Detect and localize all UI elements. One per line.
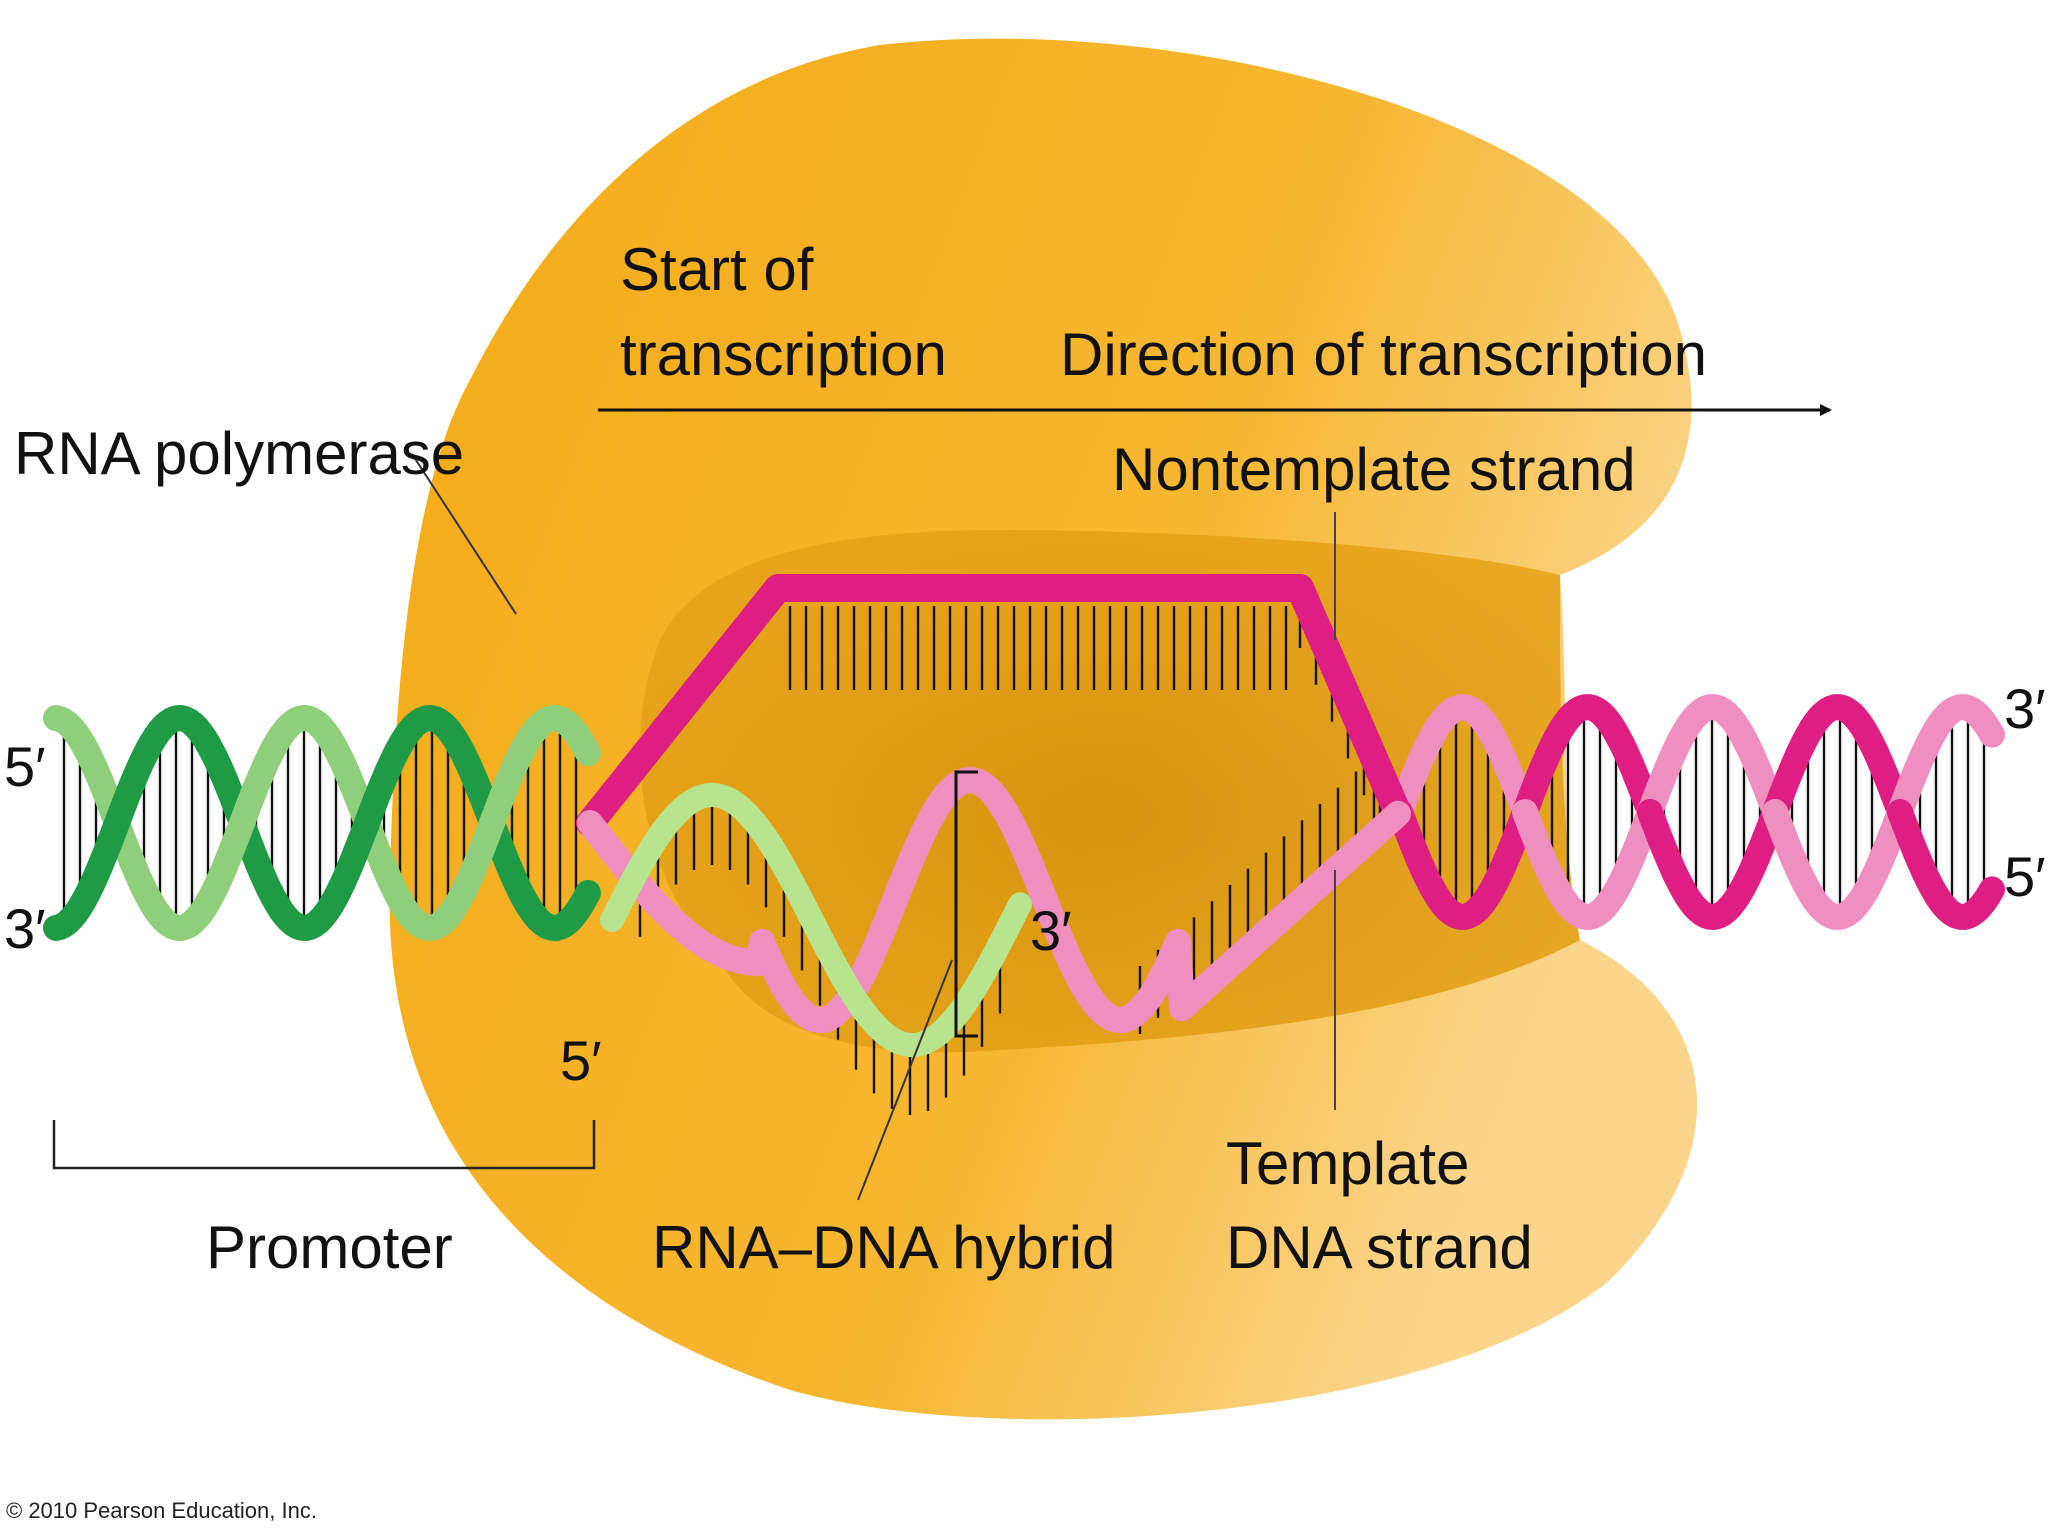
dna-strand-green-light bbox=[168, 705, 318, 941]
dna-strand-magenta bbox=[1637, 799, 1787, 930]
start-of-transcription-label-line2: transcription bbox=[620, 321, 947, 388]
rna-5-end-label: 5′ bbox=[560, 1029, 602, 1092]
template-dna-strand-label-line2: DNA strand bbox=[1226, 1214, 1533, 1281]
right-bottom-end-label: 5′ bbox=[2004, 845, 2046, 908]
direction-of-transcription-label: Direction of transcription bbox=[1060, 321, 1707, 388]
start-of-transcription-label-line1: Start of bbox=[620, 236, 814, 303]
right-top-end-label: 3′ bbox=[2004, 677, 2046, 740]
dna-strand-green-dark bbox=[543, 879, 601, 941]
rna-polymerase-leader bbox=[411, 453, 517, 615]
dna-strand-magenta bbox=[1387, 799, 1537, 930]
dna-strand-pink bbox=[1637, 694, 1787, 825]
left-bottom-end-label: 3′ bbox=[4, 897, 46, 960]
dna-strand-pink bbox=[1387, 694, 1537, 825]
promoter-bracket bbox=[52, 1120, 596, 1170]
nontemplate-dna-strand bbox=[576, 574, 1414, 837]
left-top-end-label: 5′ bbox=[4, 735, 46, 798]
dna-strand-green-dark bbox=[43, 705, 193, 941]
nucleic-acid-strands bbox=[43, 574, 2005, 1057]
promoter-label: Promoter bbox=[206, 1214, 453, 1281]
rna-transcript bbox=[600, 783, 1032, 1057]
dna-strand-magenta bbox=[1887, 799, 2005, 930]
dna-strand-green-light bbox=[543, 705, 601, 767]
dna-strand-pink bbox=[1512, 799, 1662, 930]
dna-strand-green-light bbox=[418, 705, 568, 941]
rna-polymerase-label: RNA polymerase bbox=[14, 420, 464, 487]
dna-strand-pink bbox=[1762, 799, 1912, 930]
rna-dna-hybrid-label: RNA–DNA hybrid bbox=[652, 1214, 1116, 1281]
rna-3-end-label: 3′ bbox=[1030, 899, 1072, 962]
hybrid-leader bbox=[857, 959, 953, 1201]
dna-strand-green-dark bbox=[293, 705, 443, 941]
nontemplate-strand-label: Nontemplate strand bbox=[1112, 436, 1636, 503]
hybrid-bracket bbox=[954, 770, 978, 1038]
copyright-notice: © 2010 Pearson Education, Inc. bbox=[6, 1498, 317, 1523]
dna-strand-magenta bbox=[1512, 694, 1662, 825]
template-dna-strand bbox=[577, 767, 1411, 1033]
dna-strand-magenta bbox=[1762, 694, 1912, 825]
dna-strand-pink bbox=[1887, 694, 2005, 825]
template-dna-strand-label-line1: Template bbox=[1226, 1130, 1469, 1197]
